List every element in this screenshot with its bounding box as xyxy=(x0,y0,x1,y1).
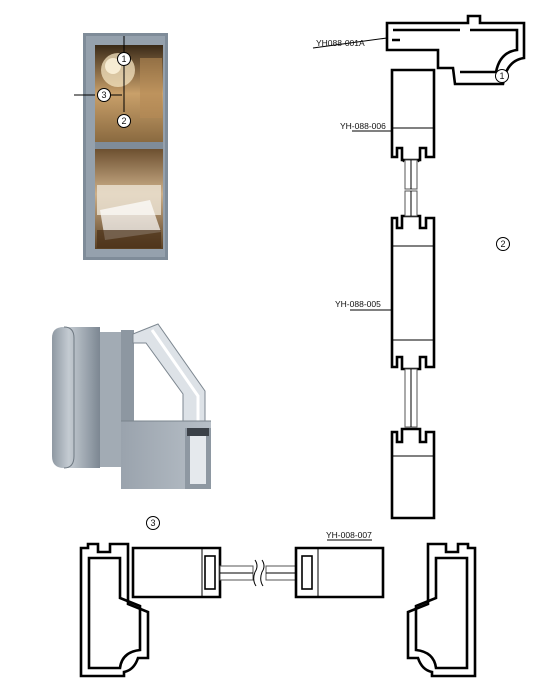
callout-2-label: 2 xyxy=(121,116,126,126)
callout-1-section-marker xyxy=(495,69,509,83)
callout-2-section-marker xyxy=(496,237,510,251)
callout-3-label: 3 xyxy=(101,90,106,100)
callout-1-marker xyxy=(117,52,131,66)
callout-3-section-label: 3 xyxy=(150,518,155,528)
callout-1-section-label: 1 xyxy=(499,71,504,81)
door-photo xyxy=(83,33,168,260)
label-yh-088-006: YH-088-006 xyxy=(340,121,386,131)
callout-2-section-label: 2 xyxy=(500,239,505,249)
section-1-head-profile: 1 YH088-001A xyxy=(312,14,526,86)
label-yh088-001a: YH088-001A xyxy=(316,38,365,48)
aluminium-3d-section xyxy=(52,323,211,489)
section-2-vertical-profiles: YH-088-006 YH-088-005 2 xyxy=(335,68,510,520)
callout-3-marker xyxy=(97,88,111,102)
callout-2-marker xyxy=(117,114,131,128)
label-yh-088-005: YH-088-005 xyxy=(335,299,381,309)
callout-3-section-marker xyxy=(146,516,160,530)
section-3-plan-profiles: 3 YH-008-007 xyxy=(79,516,477,678)
callout-1-label: 1 xyxy=(121,54,126,64)
label-yh-008-007: YH-008-007 xyxy=(326,530,372,540)
photo-callouts: 1 3 2 xyxy=(74,36,131,128)
